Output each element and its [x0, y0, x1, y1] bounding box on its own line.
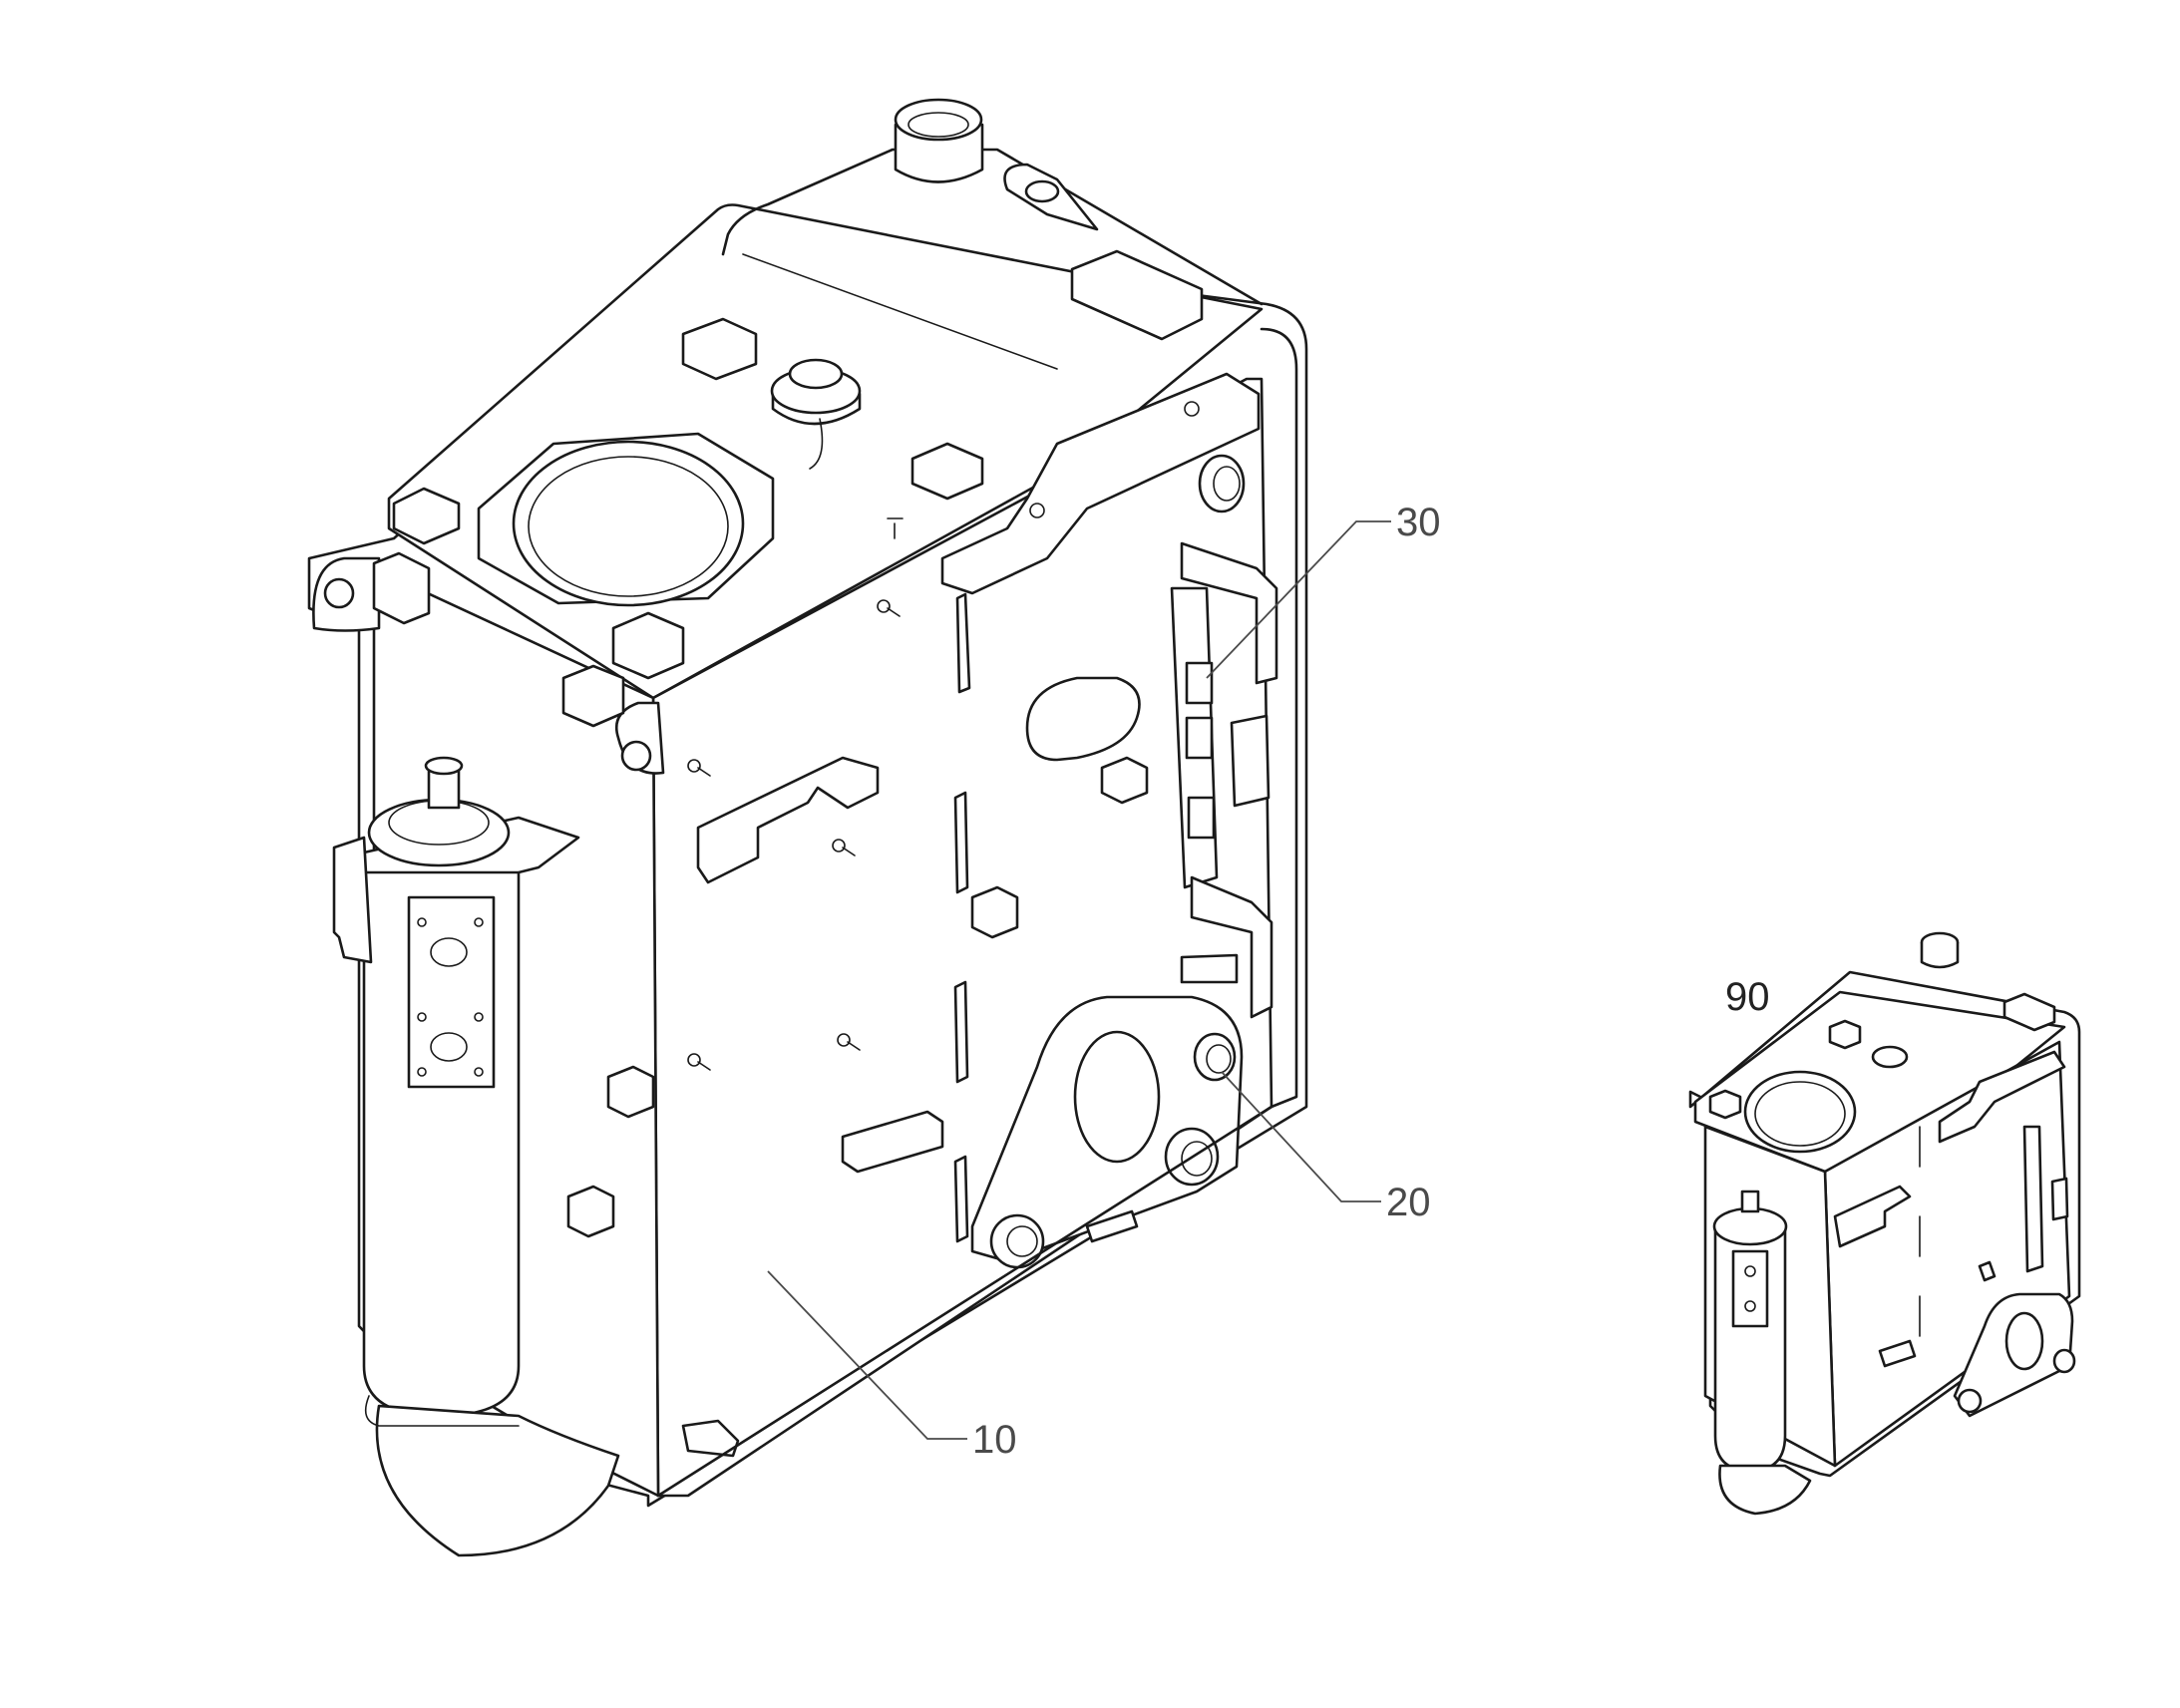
assembly-thumbnail: 90 [1688, 931, 2081, 1516]
hook-bracket [696, 756, 880, 884]
callout-10: 10 [972, 1418, 1017, 1462]
leader-30 [1206, 520, 1391, 679]
callout-leaders [767, 520, 1391, 1440]
filler-cap [894, 98, 984, 183]
bolts [687, 517, 904, 1071]
hydraulic-tank-assembly [307, 98, 1308, 1557]
front-blocks [566, 756, 1149, 1238]
top-pads [372, 249, 1204, 728]
inspection-cover [1025, 676, 1141, 762]
panel-slots [953, 592, 971, 1243]
right-fitting-upper [1198, 454, 1246, 513]
callout-20: 20 [1386, 1181, 1431, 1224]
return-filter [332, 756, 620, 1557]
suction-flange [477, 432, 775, 607]
leader-20 [1221, 1071, 1381, 1202]
right-bracket-arm [940, 372, 1261, 595]
breather [770, 358, 862, 470]
level-gauge [1170, 541, 1278, 1019]
top-hump [721, 148, 1264, 306]
callout-90: 90 [1725, 975, 1770, 1019]
callout-30: 30 [1396, 501, 1441, 544]
drain-plug [681, 1419, 740, 1458]
leader-10 [767, 1270, 967, 1440]
